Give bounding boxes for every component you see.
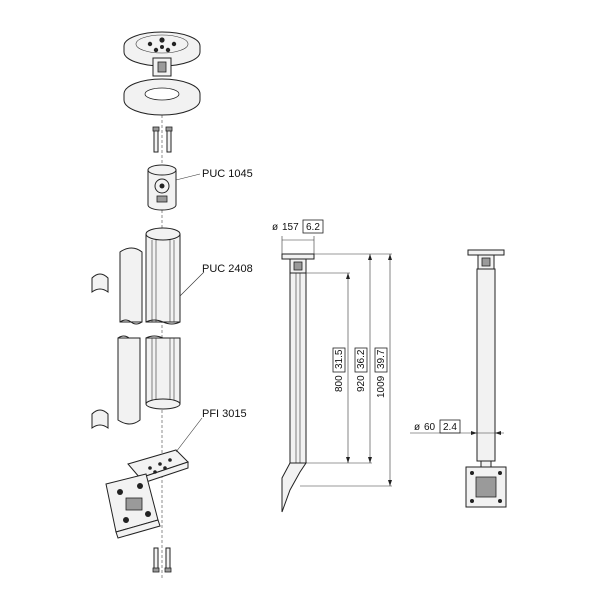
bottom-bolts (152, 547, 172, 573)
dim-920-mm: 920 (356, 375, 367, 392)
dim-tube-diameter: ø 60 2.4 (410, 419, 504, 435)
leader-puc1045 (175, 173, 201, 181)
label-puc-1045: PUC 1045 (202, 168, 253, 180)
pfi-3015-interface (105, 449, 189, 539)
dim-800-mm: 800 (334, 375, 345, 392)
dim-1009: 1009 39.7 (374, 254, 392, 486)
dim-plate-inch: 6.2 (306, 222, 320, 233)
leader-pfi3015 (175, 417, 203, 453)
dim-tube-symbol: ø (414, 422, 420, 433)
dim-1009-inch: 39.7 (376, 349, 387, 369)
leader-puc2408 (179, 271, 205, 297)
dim-plate-symbol: ø (272, 222, 278, 233)
side-view (281, 253, 315, 513)
ceiling-plate (123, 31, 201, 77)
dim-tube-mm: 60 (424, 422, 436, 433)
label-pfi-3015: PFI 3015 (202, 408, 247, 420)
cover-shell-upper (91, 247, 143, 325)
dim-plate-mm: 157 (282, 222, 299, 233)
cover-shell-lower (91, 335, 141, 429)
dim-800: 800 31.5 (332, 273, 350, 463)
dim-800-inch: 31.5 (334, 349, 345, 369)
dim-1009-mm: 1009 (376, 375, 387, 398)
puc-1045-connector (147, 164, 177, 211)
top-bolts (152, 126, 173, 153)
column-upper (145, 227, 181, 325)
dim-920: 920 36.2 (354, 254, 372, 463)
column-lower (145, 335, 181, 410)
dim-tube-inch: 2.4 (443, 422, 457, 433)
label-puc-2408: PUC 2408 (202, 263, 253, 275)
dim-plate-diameter: ø 157 6.2 (272, 219, 324, 254)
front-view (465, 249, 507, 508)
cover-ring (123, 78, 201, 116)
dim-920-inch: 36.2 (356, 349, 367, 369)
